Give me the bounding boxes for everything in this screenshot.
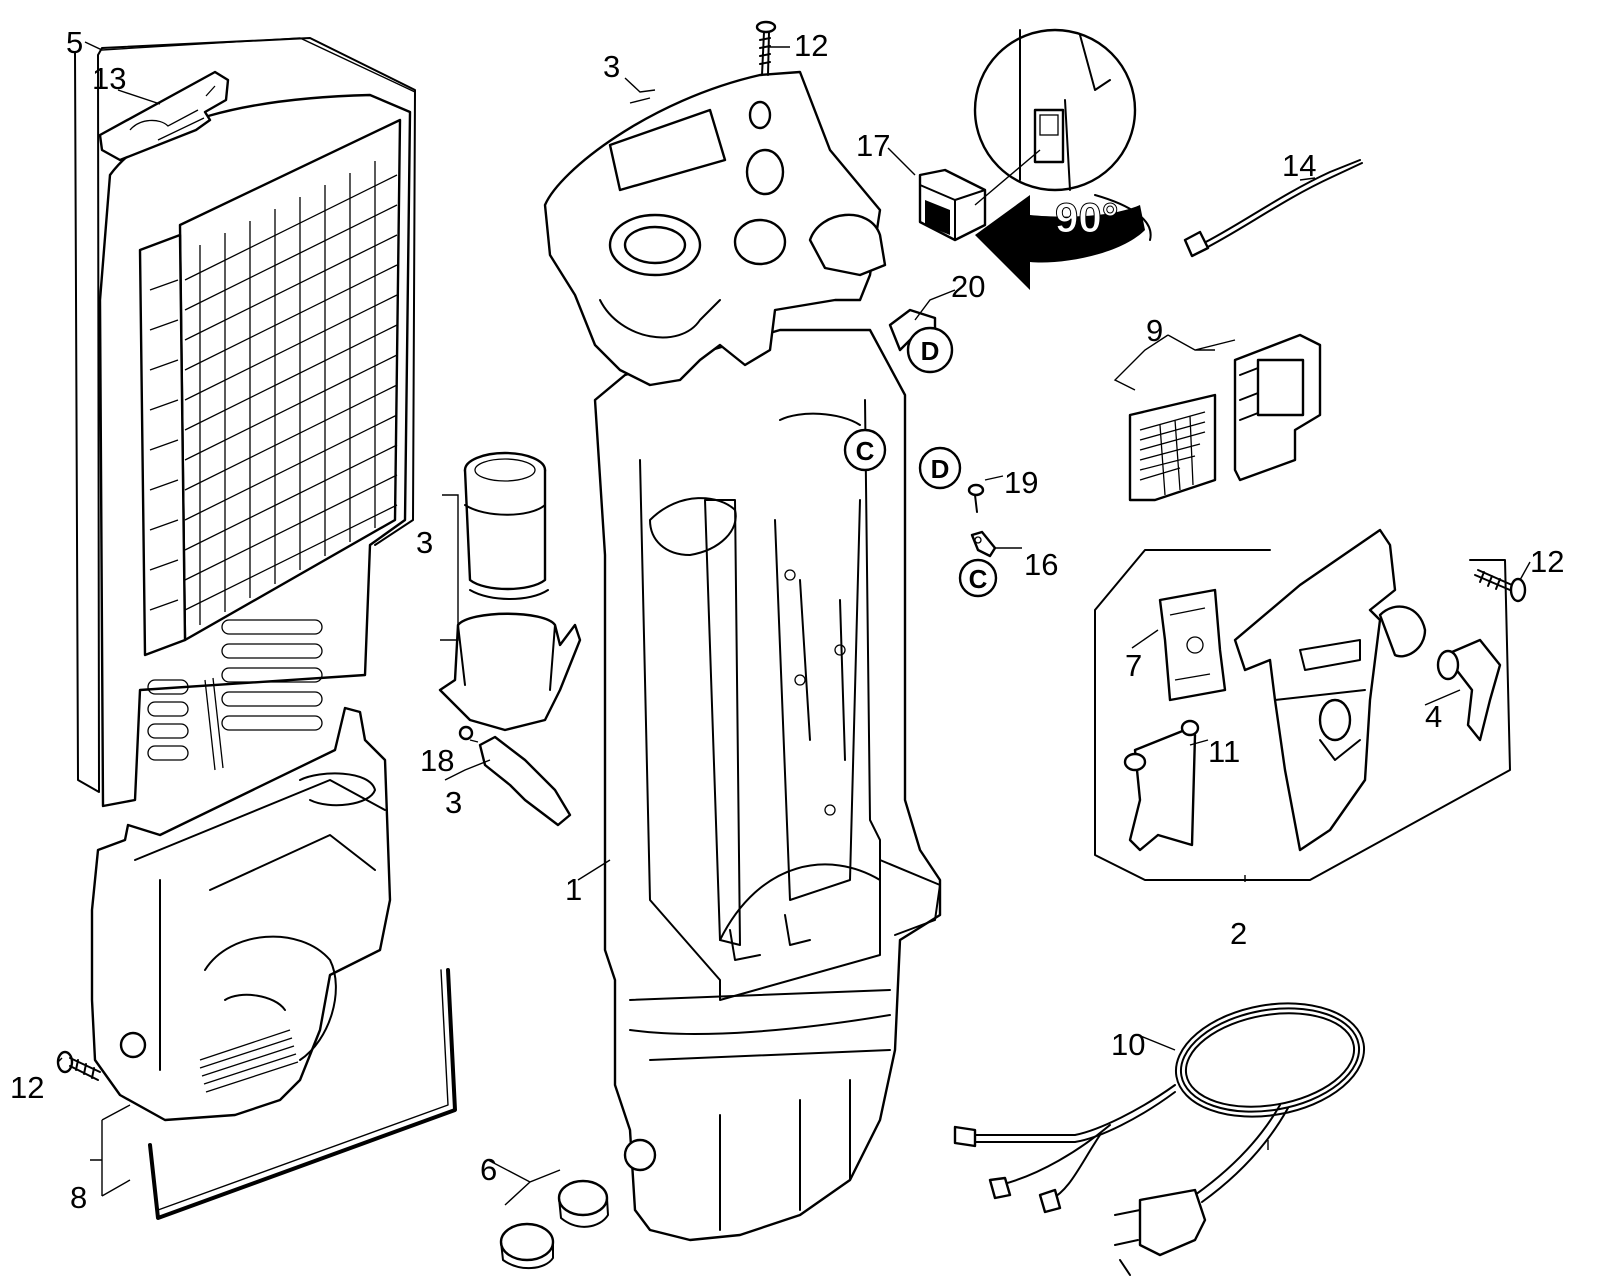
badge-c-mid-text: C [856, 436, 875, 466]
callout-12-left: 12 [10, 1070, 44, 1105]
callout-2: 2 [1230, 916, 1247, 951]
screw-part-19 [967, 483, 985, 513]
handle-assembly-part-2 [1094, 528, 1511, 881]
power-cord-part-10 [953, 1002, 1366, 1276]
base-frame-part-8 [90, 706, 457, 1220]
callout-10: 10 [1111, 1027, 1145, 1062]
callout-19: 19 [1004, 465, 1038, 500]
callout-20: 20 [951, 269, 985, 304]
badge-d-mid-text: D [931, 454, 950, 484]
callout-4: 4 [1425, 699, 1442, 734]
hose-clamps-part-6 [499, 1179, 609, 1269]
callout-3-bottom: 3 [445, 785, 462, 820]
screw-12-right [1474, 569, 1527, 603]
callout-1: 1 [565, 872, 582, 907]
badge-d-top-text: D [921, 336, 940, 366]
callout-11: 11 [1208, 734, 1240, 769]
badge-c-mid: C [843, 428, 887, 472]
badge-c-low: C [958, 558, 998, 598]
callout-6: 6 [480, 1152, 497, 1187]
callout-3-top: 3 [603, 49, 620, 84]
rotation-arrow: 90° [975, 194, 1152, 290]
screw-12-left [56, 1050, 101, 1081]
callout-13: 13 [92, 61, 126, 96]
badge-d-top: D [906, 326, 954, 374]
screw-12-top [755, 20, 777, 76]
callout-5: 5 [66, 25, 83, 60]
callout-labels: 5 13 3 12 17 14 20 9 19 16 3 18 3 12 7 4… [10, 25, 1564, 1215]
callout-17: 17 [856, 128, 890, 163]
grille-panel-part-5 [74, 37, 416, 808]
switch-part-17 [918, 168, 987, 242]
callout-16: 16 [1024, 547, 1058, 582]
callout-12-top: 12 [794, 28, 828, 63]
zoom-circle [973, 28, 1137, 206]
badge-c-low-text: C [969, 564, 988, 594]
pcb-part-9 [1128, 333, 1322, 502]
intake-cup-part-3 [438, 451, 582, 732]
leader-lines [57, 37, 1531, 1206]
wire-part-14 [1183, 159, 1363, 258]
callout-9: 9 [1146, 313, 1163, 348]
callout-7: 7 [1125, 648, 1142, 683]
top-cover-part-3 [543, 70, 887, 387]
callout-12-right: 12 [1530, 544, 1564, 579]
main-housing-part-1 [593, 328, 942, 1242]
callout-8: 8 [70, 1180, 87, 1215]
badge-d-mid: D [918, 446, 962, 490]
callout-18: 18 [420, 743, 454, 778]
callout-14: 14 [1282, 148, 1316, 183]
terminal-part-16 [970, 530, 997, 558]
bracket-part-3 [458, 725, 572, 827]
rotation-label: 90° [1055, 194, 1119, 241]
callout-3-mid: 3 [416, 525, 433, 560]
